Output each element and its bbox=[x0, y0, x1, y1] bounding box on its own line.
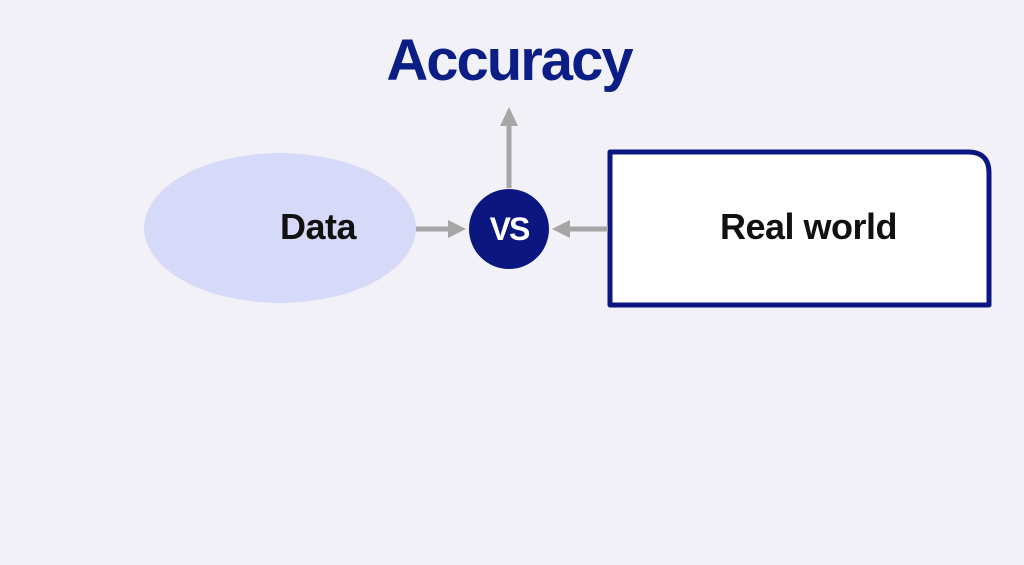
vs-circle bbox=[469, 189, 549, 269]
diagram-title: Accuracy bbox=[386, 28, 633, 93]
data-ellipse bbox=[144, 153, 416, 303]
data-node-label: Data bbox=[280, 206, 357, 247]
vs-node-label: VS bbox=[489, 211, 531, 247]
arrow-data-to-vs bbox=[416, 220, 466, 238]
real-world-node-label: Real world bbox=[720, 206, 898, 247]
arrow-vs-to-accuracy bbox=[500, 107, 518, 188]
real-world-box bbox=[607, 149, 992, 308]
arrow-realworld-to-vs bbox=[552, 220, 608, 238]
